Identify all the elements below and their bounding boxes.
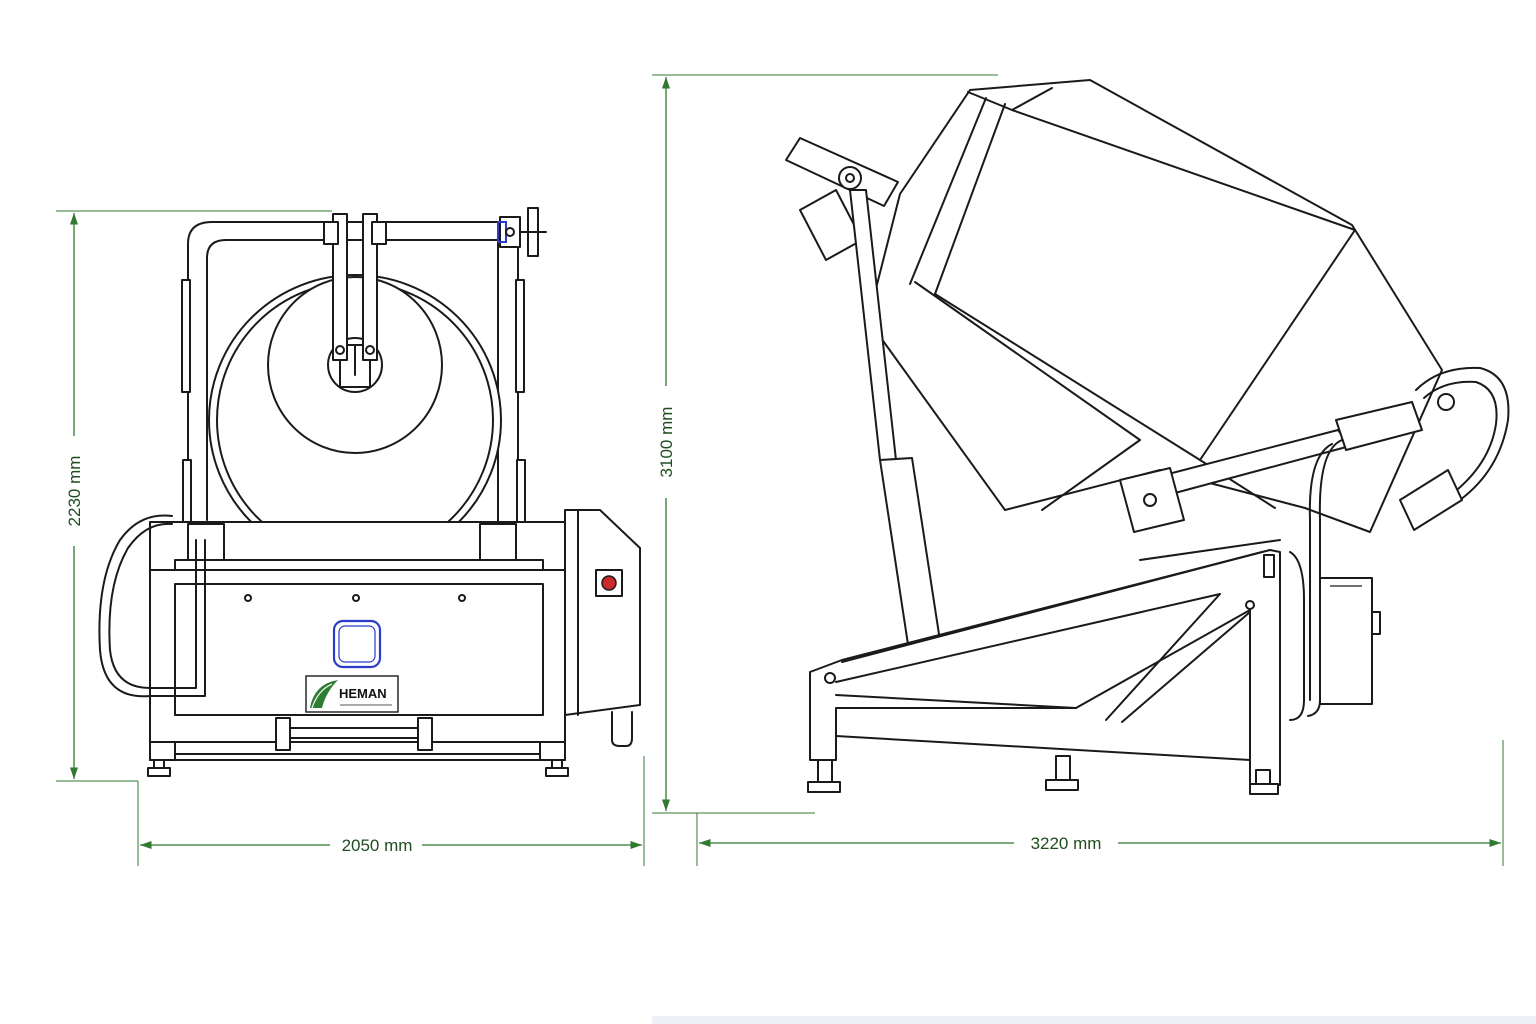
side-motor-box (1319, 577, 1381, 705)
heman-logo: HEMAN (305, 675, 399, 713)
side-base-frame (807, 539, 1281, 795)
side-pivot-arm (1119, 366, 1510, 533)
side-tilt-bracket (785, 137, 899, 261)
front-hanger (323, 213, 387, 376)
side-hose (1289, 439, 1343, 721)
dimension-front-height: 2230 mm (56, 210, 332, 782)
side-length-label: 3220 mm (1031, 834, 1102, 853)
dimension-side-height: 3100 mm (652, 74, 998, 814)
front-height-label: 2230 mm (65, 456, 84, 527)
dimension-front-width: 2050 mm (137, 756, 645, 866)
front-handle (275, 717, 433, 751)
hydraulic-cylinder (849, 189, 947, 697)
front-top-frame (181, 221, 526, 531)
control-box (564, 509, 641, 747)
front-drum (208, 274, 502, 566)
front-base (147, 521, 569, 777)
handwheel (497, 207, 547, 257)
side-drum (867, 79, 1443, 533)
bottom-edge-strip (652, 1016, 1536, 1024)
dimension-side-length: 3220 mm (696, 740, 1504, 866)
side-height-label: 3100 mm (657, 407, 676, 478)
front-view: HEMAN (98, 207, 641, 777)
logo-text: HEMAN (339, 686, 387, 701)
inspection-window (332, 619, 382, 669)
side-view (785, 79, 1510, 795)
front-width-label: 2050 mm (342, 836, 413, 855)
front-hose (98, 514, 206, 698)
